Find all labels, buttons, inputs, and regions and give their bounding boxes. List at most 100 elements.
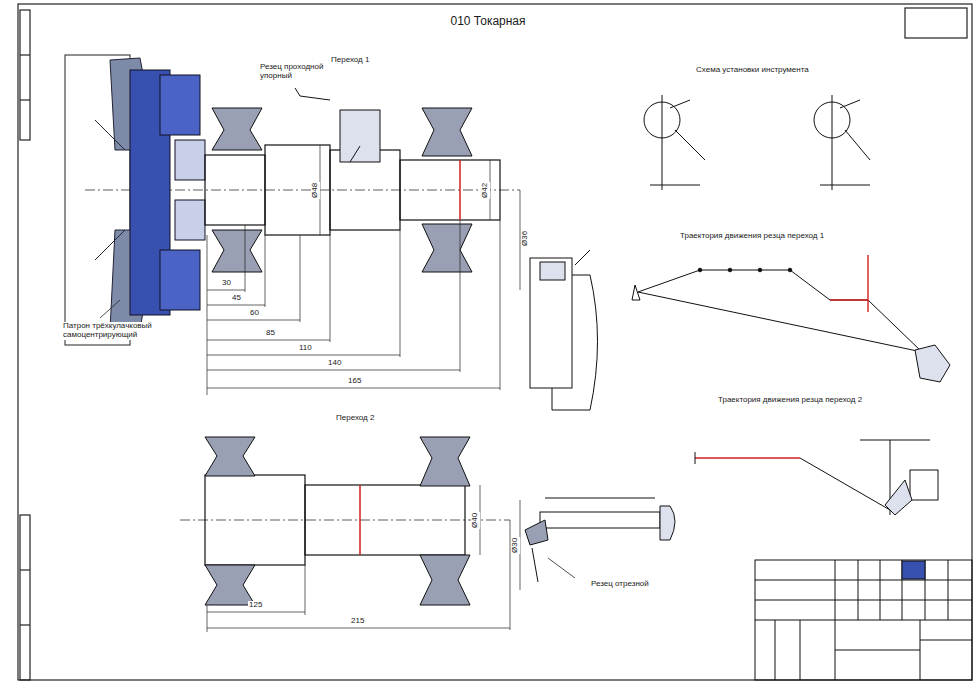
tool-path-1-part — [638, 270, 868, 300]
tool-setup-sketches-part — [675, 130, 705, 160]
dimension-lines-2-part — [305, 565, 306, 615]
workpiece-1-part — [205, 155, 265, 225]
tool-holder-1-part — [552, 275, 598, 410]
dimension-label: 45 — [231, 294, 242, 303]
centre-lines-part — [180, 520, 510, 521]
dimension-lines-1-part — [207, 290, 245, 291]
title-block — [755, 560, 972, 680]
dimension-lines-1-part — [207, 355, 400, 356]
dimension-lines-1-part — [460, 220, 461, 372]
sheet-frame-part — [20, 569, 30, 570]
tool-holder-1 — [530, 250, 598, 410]
chuck-part — [160, 250, 200, 310]
tool-path-1-part — [638, 292, 922, 352]
dimension-lines-1-part — [207, 235, 208, 395]
dimension-label: 85 — [265, 329, 276, 338]
workpiece-1-part — [459, 160, 461, 220]
dimension-lines-1-part — [207, 370, 460, 371]
sheet-frame-part — [20, 10, 30, 140]
sheet-frame-part — [18, 4, 972, 680]
chuck — [65, 55, 205, 345]
tool-path-1-part — [868, 300, 922, 352]
dimension-lines-1-part — [400, 230, 401, 357]
note-label: Схема установки инструмента — [695, 66, 810, 75]
sheet-frame-part — [20, 624, 30, 625]
note-label: Переход 1 — [330, 56, 370, 65]
dimension-label: Ø36 — [521, 230, 530, 247]
tool-holder-2-part — [545, 498, 655, 499]
tool-setup-sketches-part — [840, 100, 860, 108]
tool-holder-2-part — [525, 520, 548, 545]
support-rollers-1-part — [212, 230, 262, 272]
support-rollers-2 — [205, 437, 470, 605]
dimension-label: 110 — [298, 344, 313, 353]
dimension-label: Ø40 — [471, 512, 480, 529]
dimension-lines-1-part — [500, 220, 501, 390]
leader-lines — [100, 300, 575, 578]
tool-path-2-part — [695, 457, 800, 458]
tool-setup-sketches-part — [650, 185, 700, 186]
workpiece-2-part — [359, 485, 361, 555]
tool-path-1-part — [915, 345, 950, 382]
tool-setup-sketches-part — [832, 95, 833, 190]
dimension-lines-1 — [207, 145, 520, 395]
note-label: Резец проходной упорный — [259, 63, 331, 81]
dimension-label: 140 — [327, 359, 342, 368]
support-rollers-2-part — [420, 437, 470, 486]
sheet-frame-part — [20, 515, 30, 680]
dimension-label: 215 — [350, 617, 365, 626]
title-block-part — [835, 560, 836, 680]
tool-path-1-part — [728, 268, 732, 272]
tool-1-part — [350, 146, 360, 162]
title-block-part — [755, 620, 972, 621]
support-rollers-1-part — [422, 108, 472, 156]
dimension-lines-1-part — [265, 235, 266, 307]
tool-setup-sketches-part — [820, 185, 870, 186]
sheet-frame-part — [905, 8, 967, 38]
dimension-label: Ø30 — [511, 537, 520, 554]
tool-holder-2 — [525, 498, 675, 582]
tool-path-1-part — [758, 268, 762, 272]
chuck-part — [95, 120, 125, 150]
tool-path-2-part — [695, 452, 696, 464]
title-block-part — [835, 650, 920, 651]
title-block-part — [800, 620, 801, 680]
title-block-part — [775, 620, 776, 680]
tool-path-2-part — [910, 470, 938, 500]
tool-holder-2-part — [540, 512, 660, 528]
note-label: Переход 2 — [335, 414, 375, 423]
dimension-lines-1-part — [207, 320, 300, 321]
chuck-part — [95, 230, 125, 260]
tool-path-1-part — [788, 268, 792, 272]
support-rollers-1-part — [212, 108, 262, 150]
dimension-label: 125 — [248, 601, 263, 610]
support-rollers-1-part — [422, 224, 472, 272]
title-block-part — [920, 640, 972, 641]
tool-holder-1-part — [530, 258, 572, 388]
tool-setup-sketches-part — [845, 130, 870, 160]
tool-path-2-part — [860, 440, 930, 441]
dimension-lines-1-part — [207, 340, 330, 341]
tool-1-part — [340, 110, 380, 162]
tool-path-2 — [695, 440, 938, 515]
tool-1 — [295, 88, 380, 162]
support-rollers-1 — [212, 108, 472, 272]
note-label: Резец отрезной — [590, 580, 650, 589]
tool-1-part — [295, 88, 330, 100]
note-label: Траектория движения резца переход 2 — [717, 396, 863, 405]
tool-path-1-part — [698, 268, 702, 272]
workpiece-2-part — [305, 485, 465, 555]
dimension-lines-2 — [207, 485, 520, 632]
sheet-frame-part — [20, 99, 30, 100]
tool-path-1-part — [830, 299, 868, 300]
tool-holder-1-part — [575, 250, 590, 265]
workpiece-1-part — [265, 145, 330, 235]
tool-path-2-part — [885, 480, 912, 515]
chuck-part — [175, 140, 205, 180]
tool-setup-sketches-part — [662, 95, 663, 190]
workpiece-1 — [205, 145, 500, 235]
tool-path-1 — [632, 255, 950, 382]
workpiece-2 — [205, 475, 465, 565]
leader-lines-part — [548, 558, 575, 578]
